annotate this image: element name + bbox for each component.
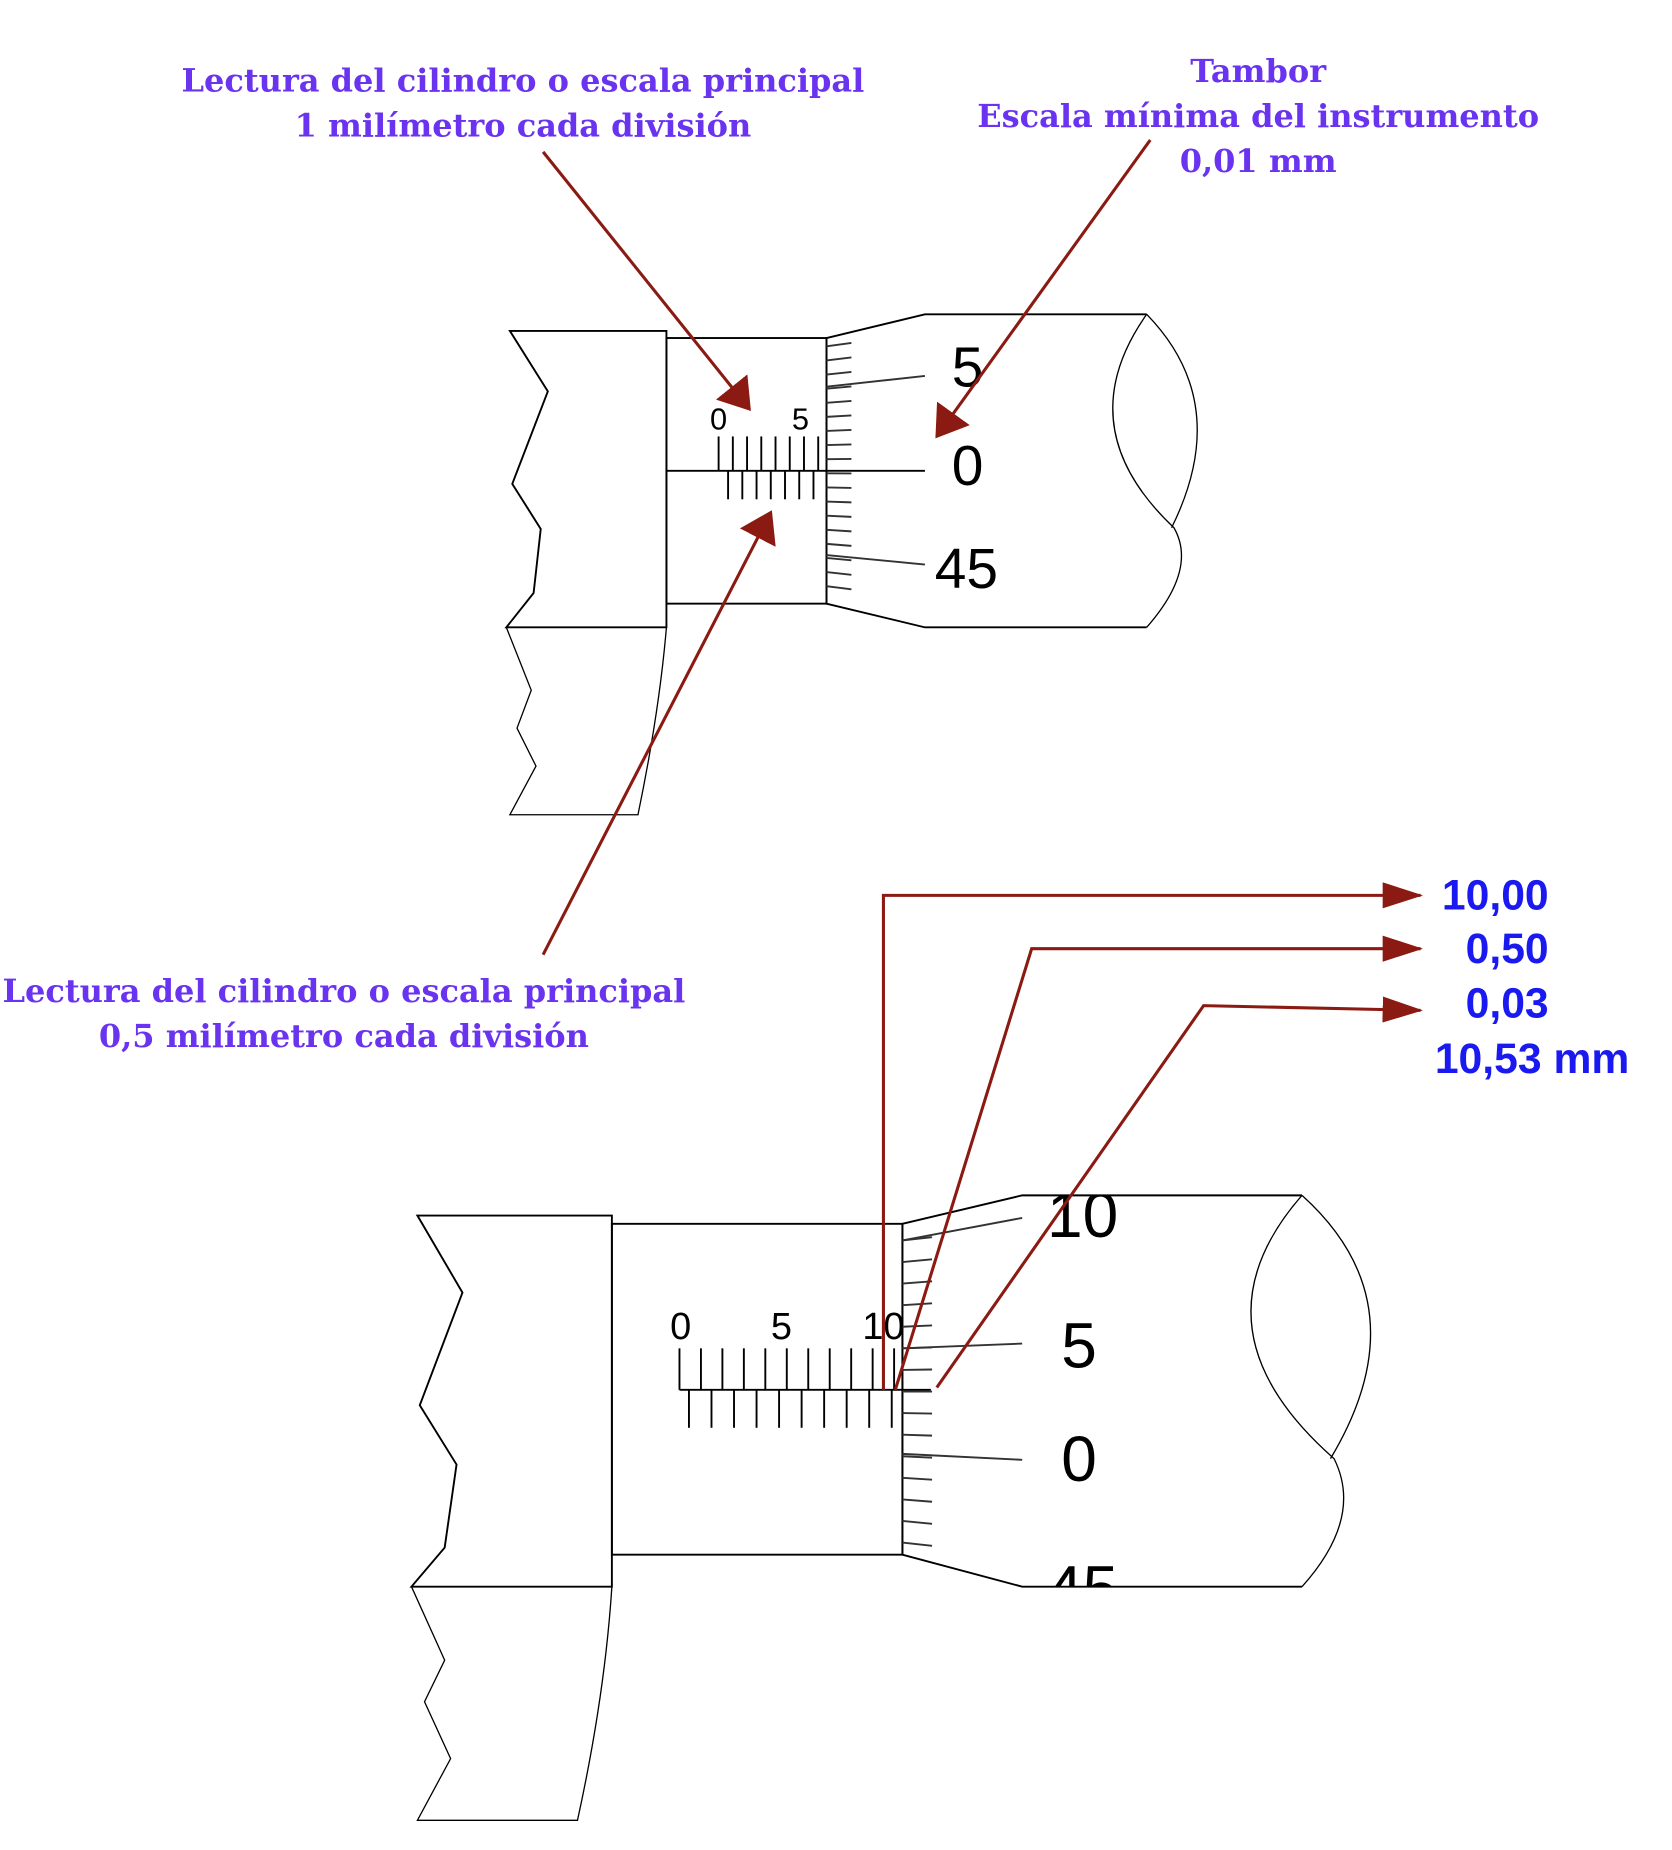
reading-mm: 10,00 (1442, 872, 1549, 920)
arrow-half-scale (541, 510, 776, 956)
thimble-label-10: 10 (1047, 1179, 1118, 1251)
thimble-end-curves (1112, 313, 1198, 628)
arrow-reading-hundredths (935, 996, 1423, 1389)
thimble-tick (826, 571, 852, 576)
thimble-long-tick-10 (902, 1216, 1023, 1242)
sleeve-mm-ticks (717, 436, 820, 471)
sleeve-label-5: 5 (792, 401, 809, 436)
reading-total: 10,53 mm (1435, 1035, 1630, 1083)
arrow-reading-half-mm (893, 935, 1423, 1391)
micrometer-bottom: 0 5 10 10 45 5 0 (409, 1179, 1372, 1821)
frame-upper (409, 1214, 613, 1588)
arrow-thimble (935, 139, 1152, 439)
thimble-tick (902, 1541, 933, 1547)
frame-upper (504, 329, 668, 629)
thimble-tick (902, 1324, 933, 1328)
thimble-ticks (826, 341, 852, 591)
micrometer-top: 0 5 5 0 45 (504, 313, 1198, 816)
sleeve-half-mm-ticks (688, 1389, 893, 1428)
annotation-main-scale-line1: Lectura del cilindro o escala principal (182, 61, 865, 99)
thimble-long-tick-0 (902, 1452, 1023, 1461)
frame-lower (410, 1586, 613, 1821)
thimble-tick (902, 1455, 933, 1459)
reading-hundredths: 0,03 (1466, 979, 1549, 1027)
annotation-thimble-line3: 0,01 mm (1180, 142, 1337, 180)
thimble-label-45: 45 (1047, 1552, 1118, 1624)
annotation-half-scale-line1: Lectura del cilindro o escala principal (3, 972, 686, 1010)
thimble (901, 1194, 1303, 1588)
thimble-label-45: 45 (935, 537, 998, 601)
thimble-tick (826, 428, 852, 432)
reading-half-mm: 0,50 (1466, 925, 1549, 973)
thimble-tick (826, 414, 852, 418)
annotation-half-scale-line2: 0,5 milímetro cada división (99, 1017, 589, 1055)
thimble-tick (902, 1258, 933, 1263)
annotation-thimble-line1: Tambor (1190, 52, 1327, 90)
thimble-tick (826, 341, 852, 348)
sleeve-mm-ticks (678, 1348, 896, 1390)
sleeve-label-5: 5 (771, 1306, 792, 1348)
thimble-tick (826, 542, 852, 547)
thimble-label-0: 0 (1061, 1423, 1097, 1495)
thimble-long-tick-45 (826, 554, 926, 566)
thimble-tick (826, 500, 852, 504)
thimble-tick (826, 585, 852, 591)
thimble-label-5: 5 (1061, 1309, 1097, 1381)
annotation-main-scale-line2: 1 milímetro cada división (295, 106, 752, 144)
thimble-tick (902, 1302, 933, 1307)
thimble-tick (826, 356, 852, 362)
thimble-label-0: 0 (952, 434, 984, 498)
thimble-tick (826, 528, 852, 533)
thimble-tick (826, 443, 852, 447)
thimble-long-tick-5 (826, 375, 926, 388)
thimble-tick (902, 1476, 933, 1481)
thimble-tick (902, 1498, 933, 1503)
frame-lower (505, 627, 668, 816)
sleeve-label-0: 0 (670, 1306, 691, 1348)
sleeve-label-0: 0 (710, 401, 727, 436)
thimble-tick (826, 399, 852, 404)
thimble-tick (826, 385, 852, 390)
annotation-thimble-line2: Escala mínima del instrumento (977, 97, 1539, 135)
thimble-label-5: 5 (952, 336, 984, 400)
thimble-tick (902, 1520, 933, 1525)
thimble-ticks (902, 1236, 933, 1547)
thimble-tick (826, 557, 852, 562)
thimble-tick (902, 1433, 933, 1437)
thimble-long-tick-5 (902, 1342, 1023, 1350)
arrow-reading-mm (881, 882, 1423, 1390)
arrow-main-scale (541, 150, 751, 412)
thimble-tick (826, 370, 852, 376)
thimble (825, 313, 1147, 629)
thimble-tick (826, 514, 852, 518)
sleeve-half-mm-ticks (727, 470, 815, 500)
thimble-end-curves (1250, 1194, 1372, 1588)
